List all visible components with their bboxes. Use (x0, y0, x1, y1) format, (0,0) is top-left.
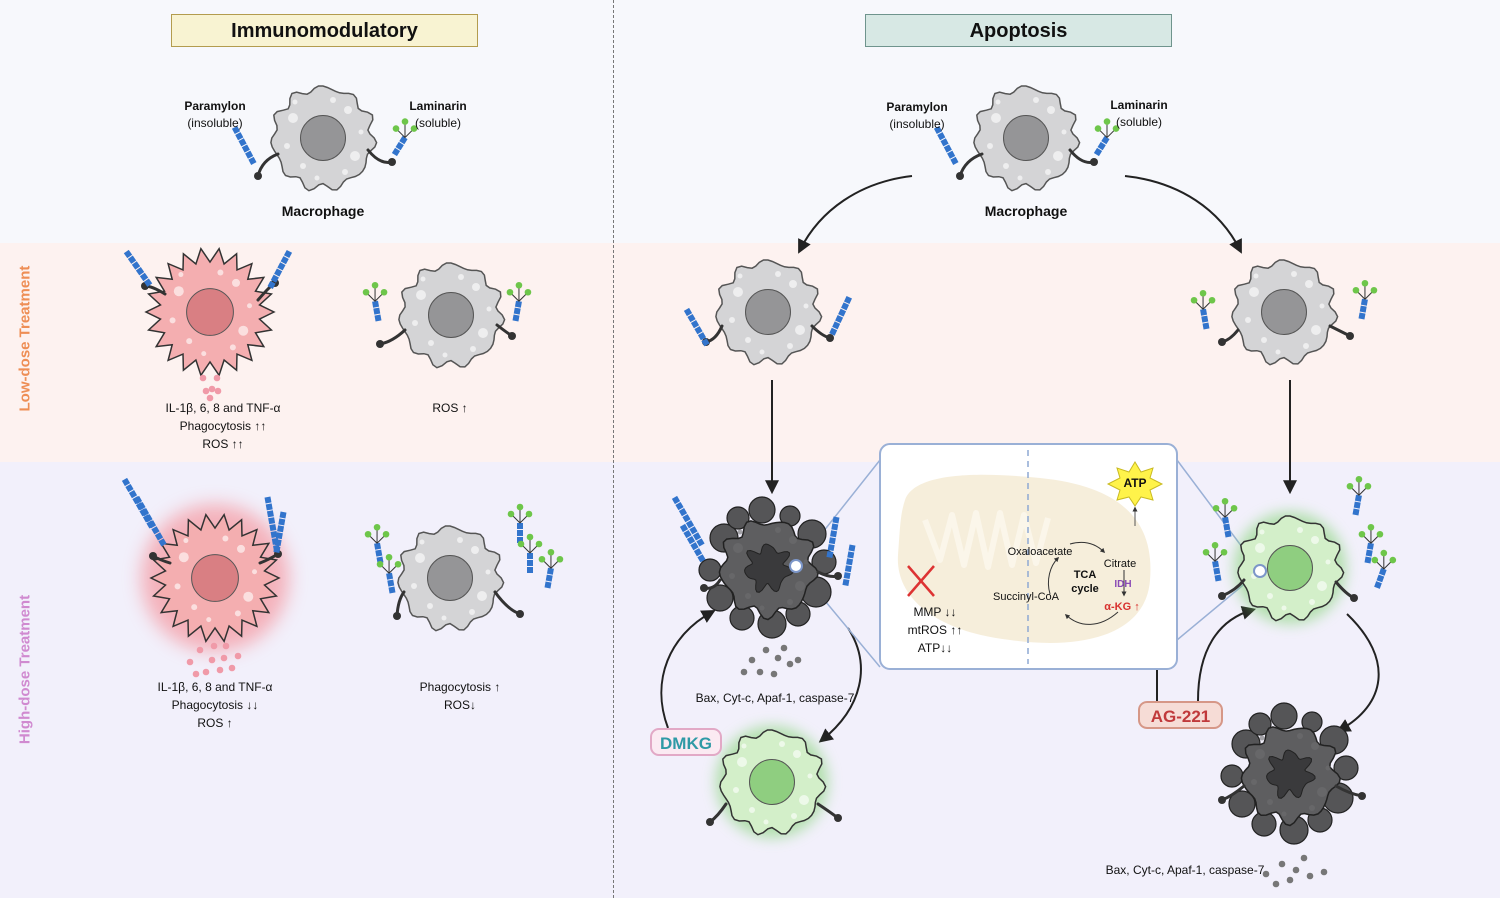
apoptotic-cell-right (1218, 702, 1366, 845)
paramylon-chain-icon (826, 516, 840, 558)
label-laminarin-right: Laminarin (1110, 98, 1168, 112)
label-atp: ATP (1123, 476, 1147, 490)
macrophage-paramylon-apoptosis (702, 259, 834, 366)
macrophage-laminarin-apoptosis (1218, 259, 1354, 366)
activated-macrophage-low (141, 247, 279, 377)
laminarin-icon (1358, 523, 1384, 564)
high-laminarin-effect-1: Phagocytosis ↑ (419, 680, 501, 694)
label-macrophage: Macrophage (281, 203, 365, 219)
macrophage-laminarin-high (393, 525, 524, 632)
label-paramylon-right: Paramylon (886, 100, 948, 114)
paramylon-chain-icon (123, 249, 153, 287)
laminarin-icon (1202, 541, 1228, 582)
label-akg: α-KG ↑ (1104, 601, 1140, 613)
zoom-circle-icon (789, 559, 803, 573)
laminarin-icon (362, 281, 388, 322)
low-paramylon-effect-1: IL-1β, 6, 8 and TNF-α (165, 401, 281, 415)
row-label-low-dose: Low-dose Treatment (16, 265, 34, 412)
apoptotic-markers-left: Bax, Cyt-c, Apaf-1, caspase-7 (695, 691, 855, 705)
laminarin-icon (538, 548, 564, 589)
macrophage-laminarin-low (376, 262, 516, 369)
low-paramylon-effect-3: ROS ↑↑ (202, 437, 244, 451)
label-macrophage-right: Macrophage (984, 203, 1068, 219)
laminarin-icon (1352, 279, 1378, 320)
laminarin-icon (506, 281, 532, 322)
arrow-dmkg-rescue (660, 609, 716, 729)
paramylon-chain-icon (273, 511, 287, 553)
label-idh: IDH (1114, 579, 1132, 590)
paramylon-chain-icon (933, 125, 959, 165)
label-oxaloacetate: Oxaloacetate (1007, 546, 1073, 558)
high-laminarin-effect-2: ROS↓ (443, 698, 476, 712)
arrow-apoptotic-to-green (818, 627, 862, 743)
label-laminarin-sub-right: (soluble) (1115, 115, 1163, 129)
label-laminarin-sub: (soluble) (414, 116, 462, 130)
paramylon-chain-icon (231, 125, 257, 165)
mito-effect-mmp: MMP ↓↓ (913, 605, 957, 619)
macrophage-arm-left (958, 152, 984, 178)
laminarin-icon (1371, 549, 1397, 589)
laminarin-icon (517, 533, 543, 573)
label-citrate: Citrate (1103, 558, 1137, 570)
laminarin-icon (507, 503, 533, 543)
macrophage-cell-right (956, 85, 1098, 192)
paramylon-chain-icon (267, 249, 293, 289)
laminarin-icon (1212, 497, 1238, 538)
apoptotic-cell-left (698, 496, 842, 639)
high-paramylon-effect-3: ROS ↑ (197, 716, 233, 730)
activated-macrophage-high (141, 504, 289, 652)
laminarin-icon (391, 118, 418, 157)
paramylon-chain-icon (133, 495, 167, 547)
label-tca: TCA (1073, 569, 1097, 581)
macrophage-cell (254, 85, 396, 192)
section-title-immunomodulatory: Immunomodulatory (171, 14, 478, 47)
apoptotic-debris-left (740, 644, 802, 678)
glowing-cell-laminarin (1218, 512, 1358, 624)
mito-effect-mtros: mtROS ↑↑ (907, 623, 963, 637)
label-paramylon-sub: (insoluble) (187, 116, 243, 130)
arm (493, 590, 522, 616)
apoptotic-markers-right: Bax, Cyt-c, Apaf-1, caspase-7 (1105, 863, 1265, 877)
row-label-high-dose: High-dose Treatment (16, 594, 34, 745)
label-paramylon-sub-right: (insoluble) (889, 117, 945, 131)
paramylon-chain-icon (829, 296, 852, 336)
atp-star-icon (1106, 461, 1164, 507)
arm (378, 328, 407, 346)
drug-dmkg: DMKG (650, 728, 722, 756)
laminarin-icon (1190, 289, 1216, 330)
label-laminarin: Laminarin (409, 99, 467, 113)
cells-layer (121, 85, 1397, 888)
cytokine-dots-high (186, 642, 242, 678)
arrow-green-to-apoptotic (1336, 613, 1380, 733)
label-succinyl-coa: Succinyl-CoA (992, 591, 1060, 603)
laminarin-icon (364, 523, 390, 564)
mito-effect-atp: ATP↓↓ (917, 641, 953, 655)
paramylon-chain-icon (842, 544, 856, 586)
arrow-macrophage-to-left (798, 175, 913, 254)
rescued-cell-dmkg (706, 726, 842, 838)
laminarin-icon (376, 553, 402, 594)
high-paramylon-effect-1: IL-1β, 6, 8 and TNF-α (157, 680, 273, 694)
cytokine-dots (199, 374, 222, 402)
laminarin-icon (1346, 475, 1372, 516)
zoom-circle-icon (1253, 564, 1267, 578)
mitochondria-panel (879, 443, 1178, 670)
high-paramylon-effect-2: Phagocytosis ↓↓ (171, 698, 259, 712)
apoptotic-debris-right (1262, 854, 1328, 888)
paramylon-chain-icon (671, 495, 705, 547)
macrophage-arm-left (256, 152, 280, 178)
arrow-ag221-to-green (1197, 606, 1257, 702)
label-tca-cycle: cycle (1071, 583, 1099, 595)
paramylon-chain-icon (683, 307, 710, 347)
low-laminarin-effect-1: ROS ↑ (432, 401, 468, 415)
paramylon-chain-icon (679, 523, 706, 563)
arrow-macrophage-to-right (1124, 175, 1242, 254)
drug-ag221: AG-221 (1138, 701, 1223, 729)
section-divider (613, 0, 614, 898)
section-title-apoptosis: Apoptosis (865, 14, 1172, 47)
label-paramylon: Paramylon (184, 99, 246, 113)
laminarin-icon (1093, 118, 1120, 157)
low-paramylon-effect-2: Phagocytosis ↑↑ (179, 419, 267, 433)
